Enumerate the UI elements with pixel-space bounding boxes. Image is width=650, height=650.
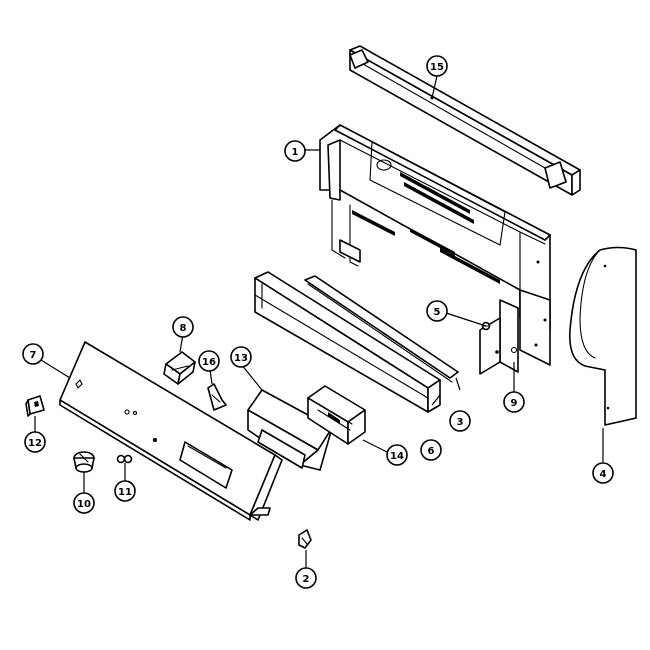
callout-16: 16 [198, 350, 220, 372]
part-electronic-module [307, 385, 366, 445]
callout-label: 7 [30, 350, 37, 361]
callout-label: 16 [202, 357, 216, 368]
part-clip [207, 383, 227, 411]
callout-label: 4 [600, 469, 607, 480]
callout-4: 4 [592, 462, 614, 484]
callout-label: 14 [390, 451, 404, 462]
part-display-housing [247, 389, 333, 471]
part-thin-rail [304, 275, 459, 383]
callout-label: 9 [511, 398, 518, 409]
part-knob-spring [116, 454, 133, 464]
callout-label: 6 [428, 446, 435, 457]
callout-label: 8 [180, 323, 187, 334]
callout-label: 1 [292, 147, 299, 158]
callout-9: 9 [503, 391, 525, 413]
part-control-knob [73, 451, 95, 473]
callout-label: 15 [430, 62, 444, 73]
part-small-bracket [163, 351, 196, 385]
part-channel [254, 271, 441, 413]
part-end-cap [568, 246, 637, 426]
callout-label: 5 [434, 307, 441, 318]
callout-2: 2 [295, 567, 317, 589]
callout-10: 10 [73, 492, 95, 514]
part-small-knob [25, 395, 45, 417]
callout-14: 14 [386, 444, 408, 466]
callout-label: 2 [303, 574, 310, 585]
callout-6: 6 [420, 439, 442, 461]
part-side-bracket [479, 299, 519, 375]
callout-label: 12 [28, 438, 42, 449]
callout-7: 7 [22, 343, 44, 365]
callout-1: 1 [284, 140, 306, 162]
callout-label: 10 [77, 499, 91, 510]
callout-label: 13 [234, 353, 248, 364]
callout-8: 8 [172, 316, 194, 338]
callout-15: 15 [426, 55, 448, 77]
callout-3: 3 [449, 410, 471, 432]
callout-5: 5 [426, 300, 448, 322]
callout-11: 11 [114, 480, 136, 502]
callout-label: 3 [457, 417, 464, 428]
callout-13: 13 [230, 346, 252, 368]
part-control-panel [59, 341, 283, 521]
part-top-rail [349, 45, 581, 196]
part-small-cap [298, 529, 312, 549]
callout-label: 11 [118, 487, 132, 498]
callout-12: 12 [24, 431, 46, 453]
part-control-box-frame [319, 124, 551, 366]
